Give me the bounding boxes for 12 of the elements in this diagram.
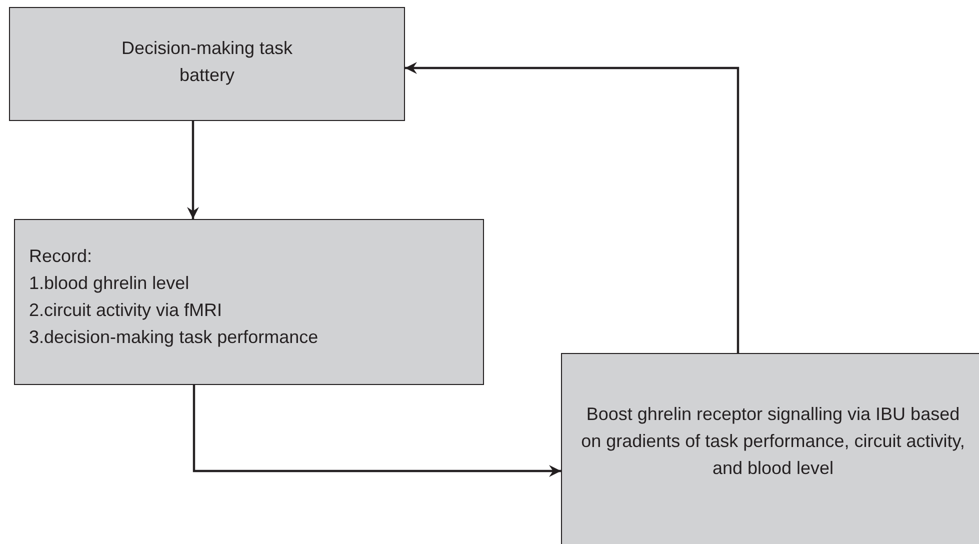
arrow xyxy=(192,385,561,477)
process-box xyxy=(14,219,484,385)
box-text: Boost ghrelin receptor signalling via IBU based on gradients of task performance, circuit activity, and blood level xyxy=(580,403,966,480)
box-text: 3.decision-making task performance xyxy=(29,326,320,349)
process-box xyxy=(561,353,979,544)
box-text: Decision-making task battery xyxy=(120,37,294,87)
arrow xyxy=(405,62,740,353)
process-box xyxy=(9,7,405,121)
arrow xyxy=(187,121,199,219)
box-text: 2.circuit activity via fMRI xyxy=(29,299,224,322)
box-text: Record: xyxy=(29,245,94,268)
box-text: 1.blood ghrelin level xyxy=(29,272,190,295)
